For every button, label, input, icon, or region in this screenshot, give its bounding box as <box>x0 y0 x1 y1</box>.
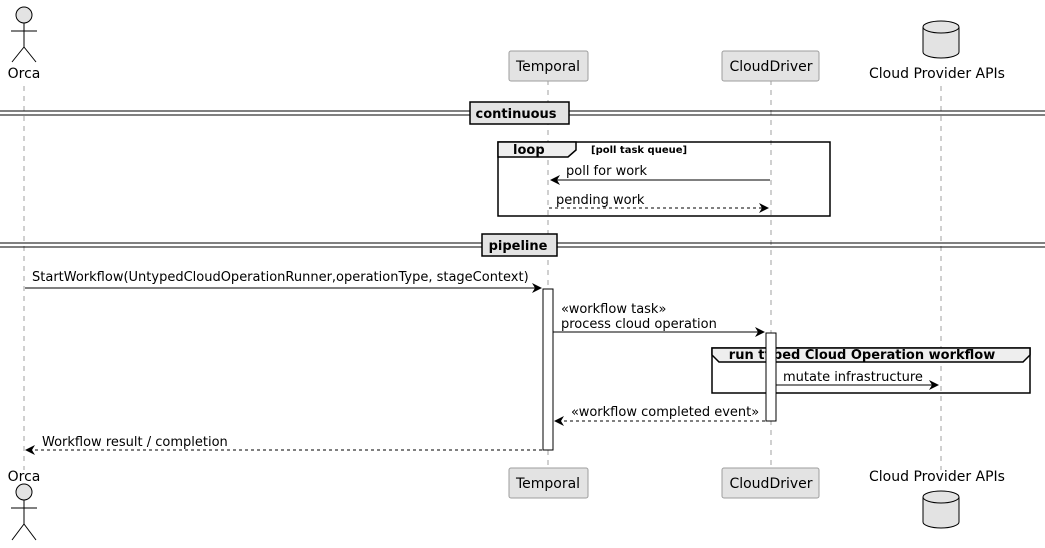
task-label-line1: «workflow task» <box>561 302 666 317</box>
clouddriver-box-bottom: CloudDriver <box>721 467 820 499</box>
message-workflow-result: Workflow result / completion <box>25 435 542 455</box>
loop-fragment: loop [poll task queue] <box>497 141 831 217</box>
divider-pipeline-label: pipeline <box>489 239 548 254</box>
mutate-label: mutate infrastructure <box>783 370 923 385</box>
poll-label: poll for work <box>566 164 647 179</box>
clouddriver-activation <box>765 332 777 422</box>
temporal-box-top: Temporal <box>508 50 589 82</box>
divider-continuous-label: continuous <box>476 107 557 122</box>
temporal-label-bottom: Temporal <box>515 476 580 492</box>
message-workflow-completed: «workflow completed event» <box>554 405 765 426</box>
divider-pipeline: pipeline <box>0 233 1045 257</box>
loop-condition: [poll task queue] <box>591 145 687 156</box>
start-label: StartWorkflow(UntypedCloudOperationRunne… <box>32 270 529 285</box>
orca-label-bottom: Orca <box>8 469 41 485</box>
clouddriver-label-bottom: CloudDriver <box>729 476 812 492</box>
pending-label: pending work <box>556 193 645 208</box>
task-label-line2: process cloud operation <box>561 317 717 332</box>
temporal-box-bottom: Temporal <box>508 467 589 499</box>
message-start-workflow: StartWorkflow(UntypedCloudOperationRunne… <box>25 270 542 293</box>
group-title: run typed Cloud Operation workflow <box>729 348 995 363</box>
orca-actor-bottom: Orca <box>8 469 41 541</box>
group-fragment: run typed Cloud Operation workflow <box>711 347 1031 394</box>
cloud-apis-label-bottom: Cloud Provider APIs <box>869 469 1005 485</box>
cloud-apis-database-top: Cloud Provider APIs <box>869 20 1005 82</box>
orca-actor-top: Orca <box>8 6 41 82</box>
message-mutate-infrastructure: mutate infrastructure <box>776 370 939 390</box>
message-pending-work: pending work <box>549 193 769 213</box>
orca-label-top: Orca <box>8 66 41 82</box>
completed-label: «workflow completed event» <box>571 405 759 420</box>
clouddriver-label-top: CloudDriver <box>729 59 812 75</box>
loop-keyword: loop <box>513 143 545 158</box>
message-workflow-task: «workflow task» process cloud operation <box>553 302 765 337</box>
temporal-label-top: Temporal <box>515 59 580 75</box>
message-poll-for-work: poll for work <box>550 164 770 185</box>
cloud-apis-database-bottom: Cloud Provider APIs <box>869 469 1005 529</box>
temporal-activation <box>542 288 554 451</box>
clouddriver-box-top: CloudDriver <box>721 50 820 82</box>
result-label: Workflow result / completion <box>42 435 228 450</box>
cloud-apis-label-top: Cloud Provider APIs <box>869 66 1005 82</box>
divider-continuous: continuous <box>0 101 1045 125</box>
